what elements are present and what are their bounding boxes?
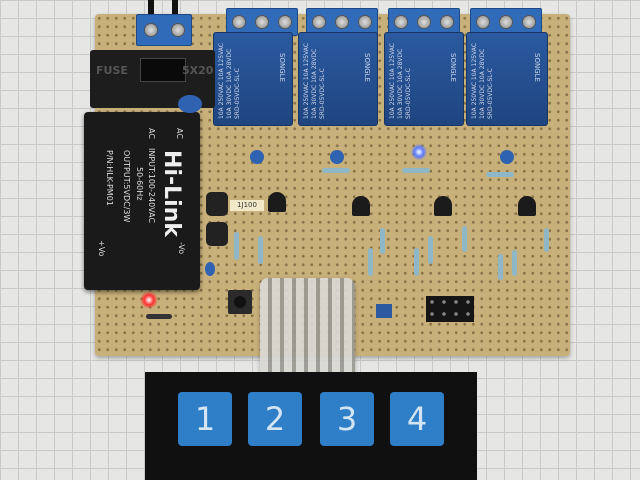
relay-4: 10A 250VAC 10A 125VAC 10A 30VDC 10A 28VD…: [466, 32, 548, 126]
led-red: [140, 292, 158, 308]
resistor: [368, 248, 373, 276]
relay-model: SRD-05VDC-SL-C: [234, 68, 241, 119]
fuse-label: FUSE: [96, 64, 128, 77]
resistor: [402, 168, 430, 173]
jumper[interactable]: [376, 304, 392, 318]
transistor: [518, 196, 536, 216]
power-module: AC AC Hi-Link INPUT:100-240VAC 50-60Hz O…: [84, 112, 200, 290]
wire: [148, 0, 154, 18]
capacitor: [250, 150, 264, 164]
capacitor: [330, 150, 344, 164]
relay-rating: 10A 250VAC 10A 125VAC: [389, 43, 396, 119]
relay-model: SRD-05VDC-SL-C: [405, 68, 412, 119]
resistor: [380, 228, 385, 254]
key-1[interactable]: 1: [178, 392, 232, 446]
transistor: [434, 196, 452, 216]
relay-model: SRD-05VDC-SL-C: [319, 68, 326, 119]
electrolytic-capacitor: [206, 222, 228, 246]
pin-label: AC: [175, 128, 184, 139]
wire: [172, 0, 178, 18]
relay-model: SRD-05VDC-SL-C: [487, 68, 494, 119]
relay-rating: 10A 30VDC 10A 28VDC: [226, 48, 233, 119]
power-terminal-block: [136, 14, 192, 46]
relay-brand: SONGLE: [533, 53, 541, 82]
transistor: [352, 196, 370, 216]
relay-rating: 10A 30VDC 10A 28VDC: [311, 48, 318, 119]
relay-rating: 10A 250VAC 10A 125VAC: [303, 43, 310, 119]
relay-2: 10A 250VAC 10A 125VAC 10A 30VDC 10A 28VD…: [298, 32, 378, 126]
relay-brand: SONGLE: [449, 53, 457, 82]
resistor: [498, 254, 503, 280]
push-button[interactable]: [228, 290, 252, 314]
resistor: [462, 226, 467, 252]
pin-label: -Vo: [177, 242, 186, 255]
relay-brand: SONGLE: [363, 53, 371, 82]
key-3[interactable]: 3: [320, 392, 374, 446]
resistor: [428, 236, 433, 264]
brand-logo: Hi-Link: [159, 150, 184, 237]
resistor: [512, 250, 517, 276]
part-number: P/N:HLK-PM01: [105, 150, 114, 206]
relay-terminal-1: [226, 8, 298, 36]
pin-header: [426, 296, 474, 322]
relay-3: 10A 250VAC 10A 125VAC 10A 30VDC 10A 28VD…: [384, 32, 464, 126]
resistor: [234, 232, 239, 260]
ferrite-cylinder: [260, 278, 355, 384]
capacitor: [178, 95, 202, 113]
led-blue: [411, 144, 427, 160]
pin-label: AC: [147, 128, 156, 139]
relay-1: 10A 250VAC 10A 125VAC 10A 30VDC 10A 28VD…: [213, 32, 293, 126]
push-button-cap[interactable]: [234, 296, 246, 308]
resistor: [322, 168, 350, 173]
component-label: 1J100: [230, 200, 264, 211]
fuse-slot: [140, 58, 186, 82]
input-spec: INPUT:100-240VAC: [147, 148, 156, 224]
output-spec: OUTPUT:5VDC/3W: [122, 150, 131, 223]
relay-rating: 10A 30VDC 10A 28VDC: [397, 48, 404, 119]
pin-label: +Vo: [97, 240, 106, 257]
electrolytic-capacitor: [206, 192, 228, 216]
capacitor: [205, 262, 215, 276]
freq-spec: 50-60Hz: [135, 167, 144, 201]
diode: [146, 314, 172, 319]
relay-rating: 10A 250VAC 10A 125VAC: [218, 43, 225, 119]
transistor: [268, 192, 286, 212]
resistor: [544, 228, 549, 252]
capacitor: [500, 150, 514, 164]
key-2[interactable]: 2: [248, 392, 302, 446]
relay-terminal-2: [306, 8, 378, 36]
resistor: [414, 248, 419, 276]
keypad: 1 2 3 4: [145, 372, 477, 480]
resistor: [486, 172, 514, 177]
key-4[interactable]: 4: [390, 392, 444, 446]
relay-rating: 10A 250VAC 10A 125VAC: [471, 43, 478, 119]
relay-brand: SONGLE: [278, 53, 286, 82]
fuse-size-label: 5X20: [182, 64, 214, 77]
relay-rating: 10A 30VDC 10A 28VDC: [479, 48, 486, 119]
resistor: [258, 236, 263, 264]
relay-terminal-3: [388, 8, 460, 36]
